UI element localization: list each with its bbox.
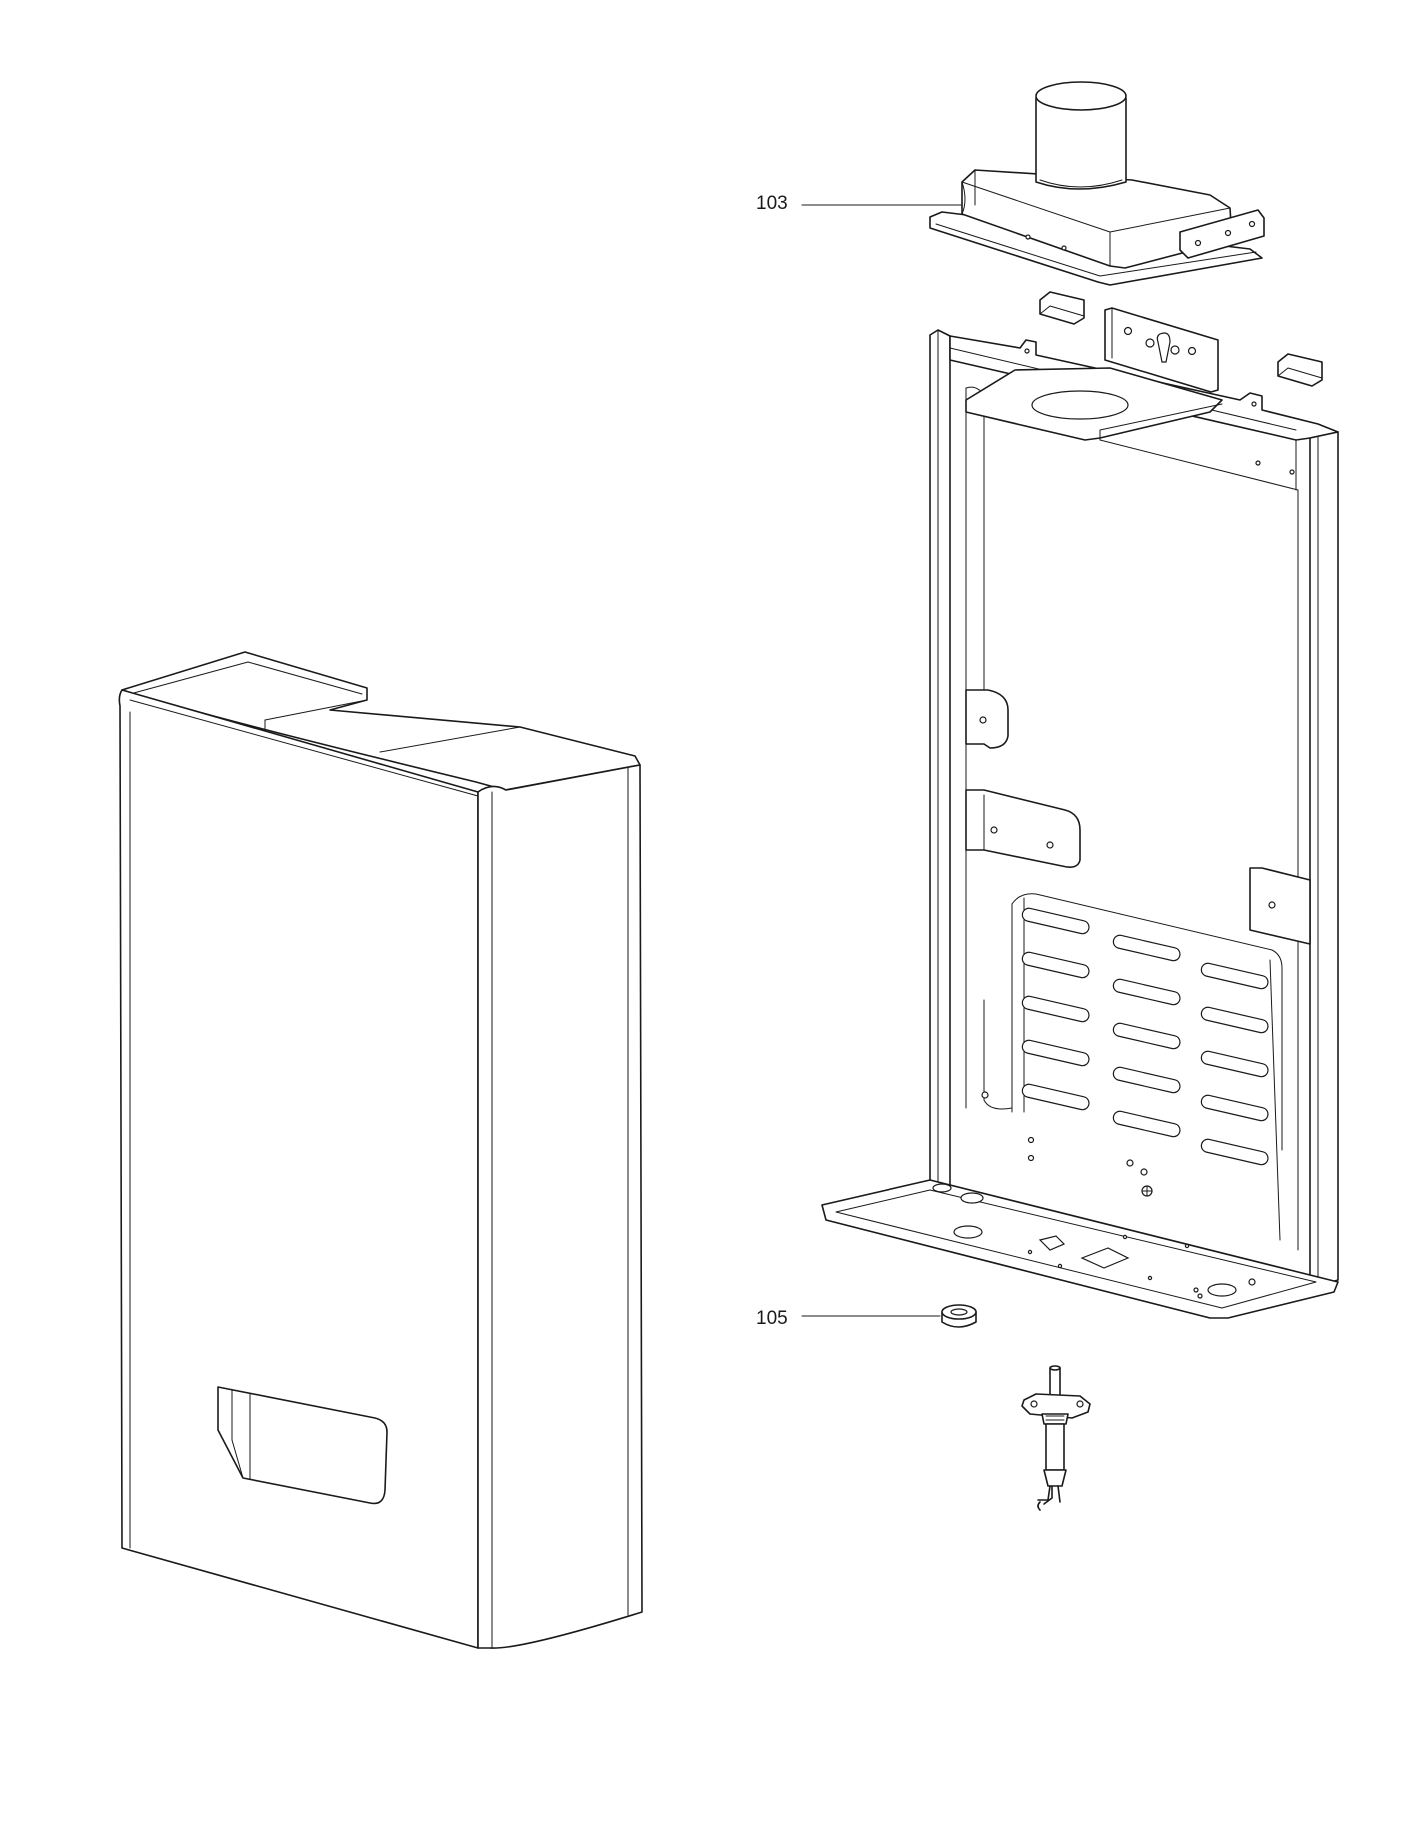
back-frame [821, 329, 1339, 1319]
label-105: 105 [756, 1308, 788, 1329]
front-cover [118, 651, 643, 1649]
ignition-electrode [1021, 1365, 1091, 1511]
label-103: 103 [756, 193, 788, 214]
part-103-flue-hood [929, 81, 1265, 286]
hanging-brackets [1039, 291, 1323, 387]
wall-mounting-plate [1104, 307, 1219, 393]
vent-slots [1021, 907, 1269, 1166]
part-105-grommet [941, 1304, 977, 1328]
